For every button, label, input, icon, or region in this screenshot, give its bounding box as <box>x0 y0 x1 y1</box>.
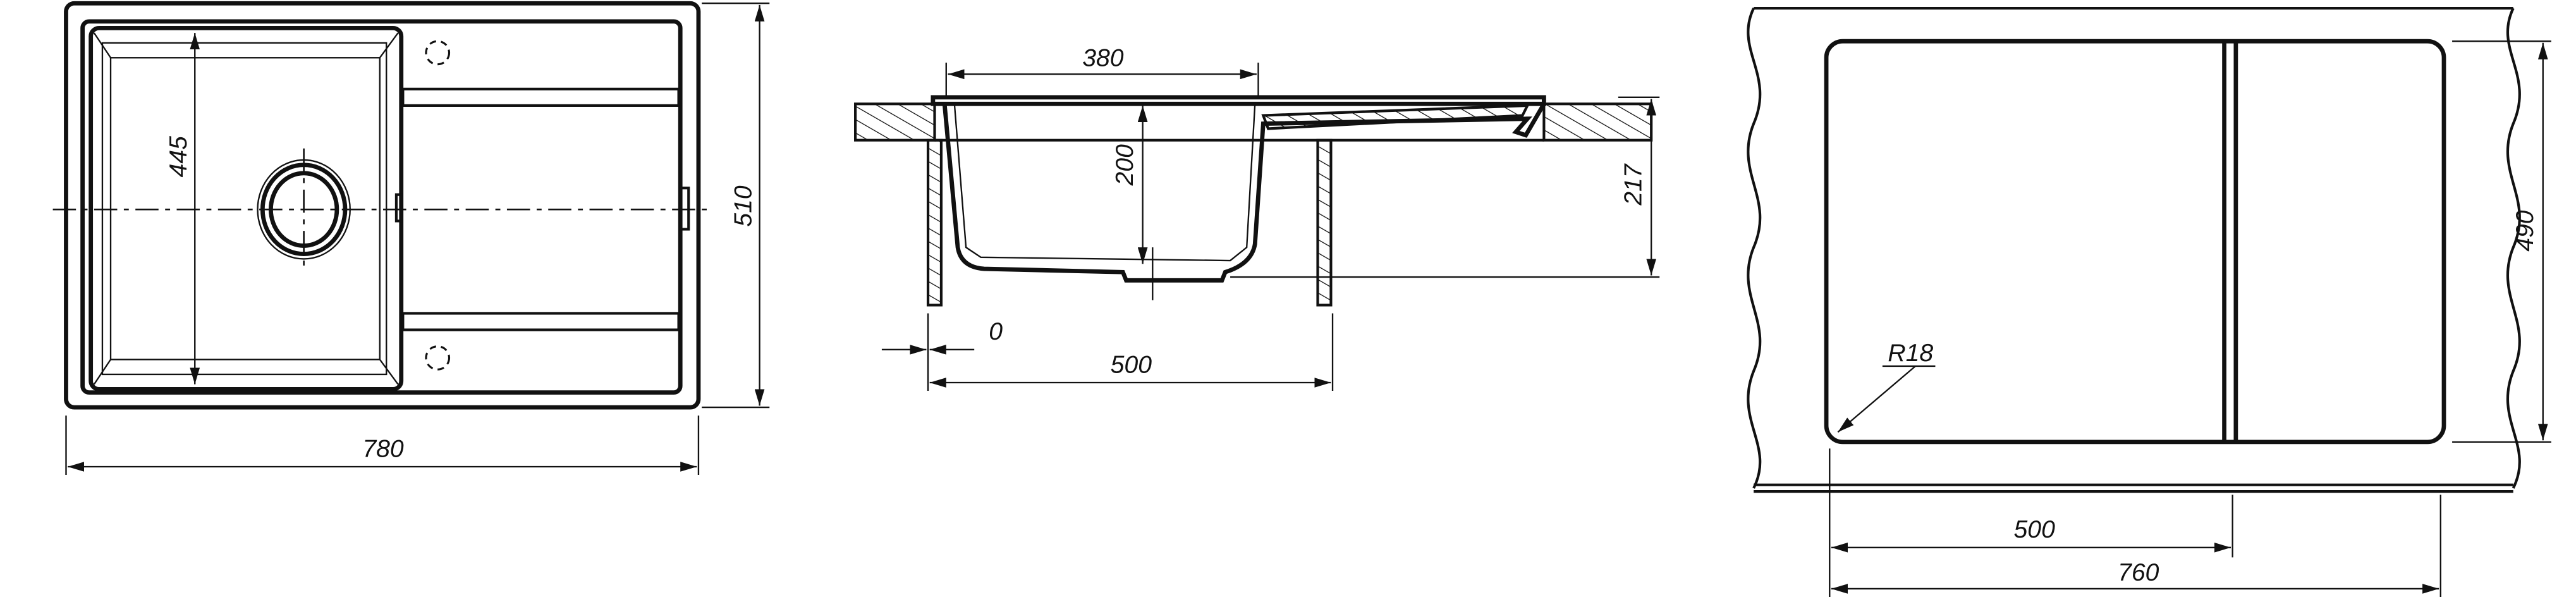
cutout-width-label: 760 <box>2118 559 2159 586</box>
cutout-outline <box>1824 39 2446 445</box>
drainer-ribs <box>401 87 680 331</box>
countertop-left <box>854 102 936 142</box>
countertop-right <box>1542 102 1653 142</box>
cutout-view: R18 490 500 760 <box>1747 6 2551 597</box>
sink-inner-rim <box>80 19 683 395</box>
total-depth-label: 217 <box>1620 163 1647 206</box>
tap-hole-icon <box>425 40 451 66</box>
bowl-width-label: 380 <box>1082 44 1124 71</box>
overflow-slot <box>679 187 690 231</box>
section-view: 380 200 217 0 500 <box>854 44 1660 391</box>
radius-leader <box>1837 366 1916 433</box>
overflow-slot <box>394 193 403 223</box>
height-label: 510 <box>730 185 757 226</box>
bowl-depth-label: 200 <box>1111 144 1138 186</box>
countertop-break-left <box>1747 8 1762 489</box>
cabinet-label: 500 <box>1111 351 1152 378</box>
countertop-break-right <box>2506 8 2521 489</box>
cutout-height-label: 490 <box>2512 210 2539 251</box>
offset-label: 0 <box>989 318 1003 345</box>
radius-label: R18 <box>1888 340 1933 367</box>
sink-flange <box>931 95 1546 106</box>
sink-profile <box>942 102 1546 283</box>
sink-outline <box>64 1 701 410</box>
top-view: 445 510 780 <box>52 1 770 476</box>
bowl-length-label: 445 <box>165 136 192 177</box>
divider-offset-label: 500 <box>2014 516 2056 543</box>
width-label: 780 <box>362 435 404 462</box>
cabinet-wall-right <box>1316 138 1333 307</box>
tap-hole-icon <box>425 345 451 371</box>
cabinet-wall-left <box>926 138 943 307</box>
